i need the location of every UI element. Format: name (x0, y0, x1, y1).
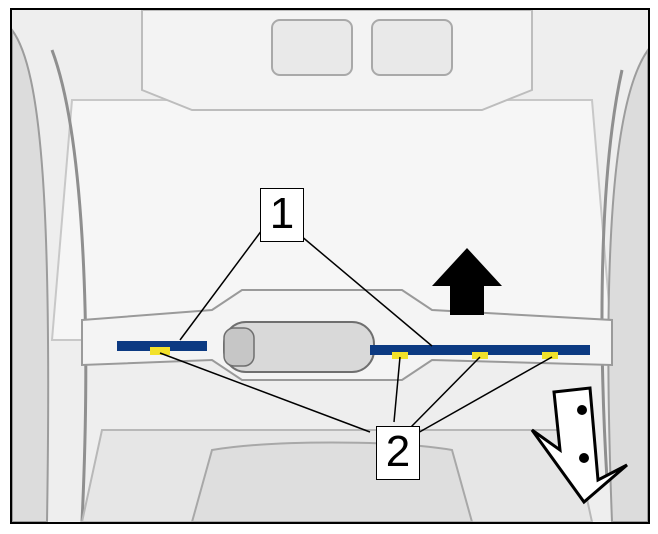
leader-line-2 (393, 356, 401, 423)
up-arrow-icon (432, 248, 502, 315)
lower-bracket (190, 441, 474, 522)
leader-line-2 (415, 356, 553, 435)
callout-label-2: 2 (376, 426, 420, 480)
clip (542, 352, 558, 359)
callout-label-1: 1 (260, 188, 304, 242)
clip (392, 352, 408, 359)
connector-block-left (271, 19, 353, 76)
right-cable (600, 69, 624, 481)
motor-endcap (223, 327, 255, 367)
connector-block-right (371, 19, 453, 76)
leader-line-2 (409, 356, 481, 429)
drive-rail-left (117, 341, 207, 351)
hand-detail (577, 405, 587, 415)
leader-line-2 (159, 352, 371, 433)
hand-direction-icon (530, 386, 628, 505)
diagram-frame: 1 2 (10, 8, 650, 524)
hand-detail (579, 453, 589, 463)
leader-line-1 (293, 229, 433, 347)
clip (472, 352, 488, 359)
left-side-frame (12, 28, 50, 522)
seat-frame-illustration (12, 10, 648, 522)
left-cable (50, 49, 88, 522)
leader-line-1 (179, 229, 263, 341)
drive-rail-right (370, 345, 590, 355)
clip (150, 347, 170, 355)
